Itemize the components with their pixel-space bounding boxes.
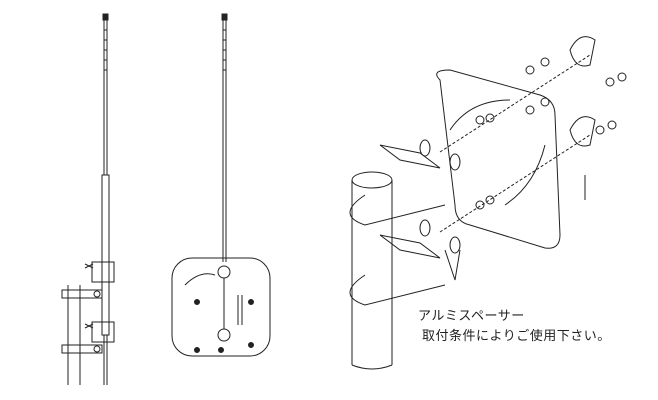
mounting-exploded-view bbox=[349, 36, 627, 370]
usage-note: 取付条件によりご使用下さい。 bbox=[422, 329, 611, 344]
antenna-front-view bbox=[171, 13, 271, 357]
spacer-label: アルミスペーサー bbox=[418, 309, 525, 324]
antenna-side-view bbox=[61, 13, 115, 385]
